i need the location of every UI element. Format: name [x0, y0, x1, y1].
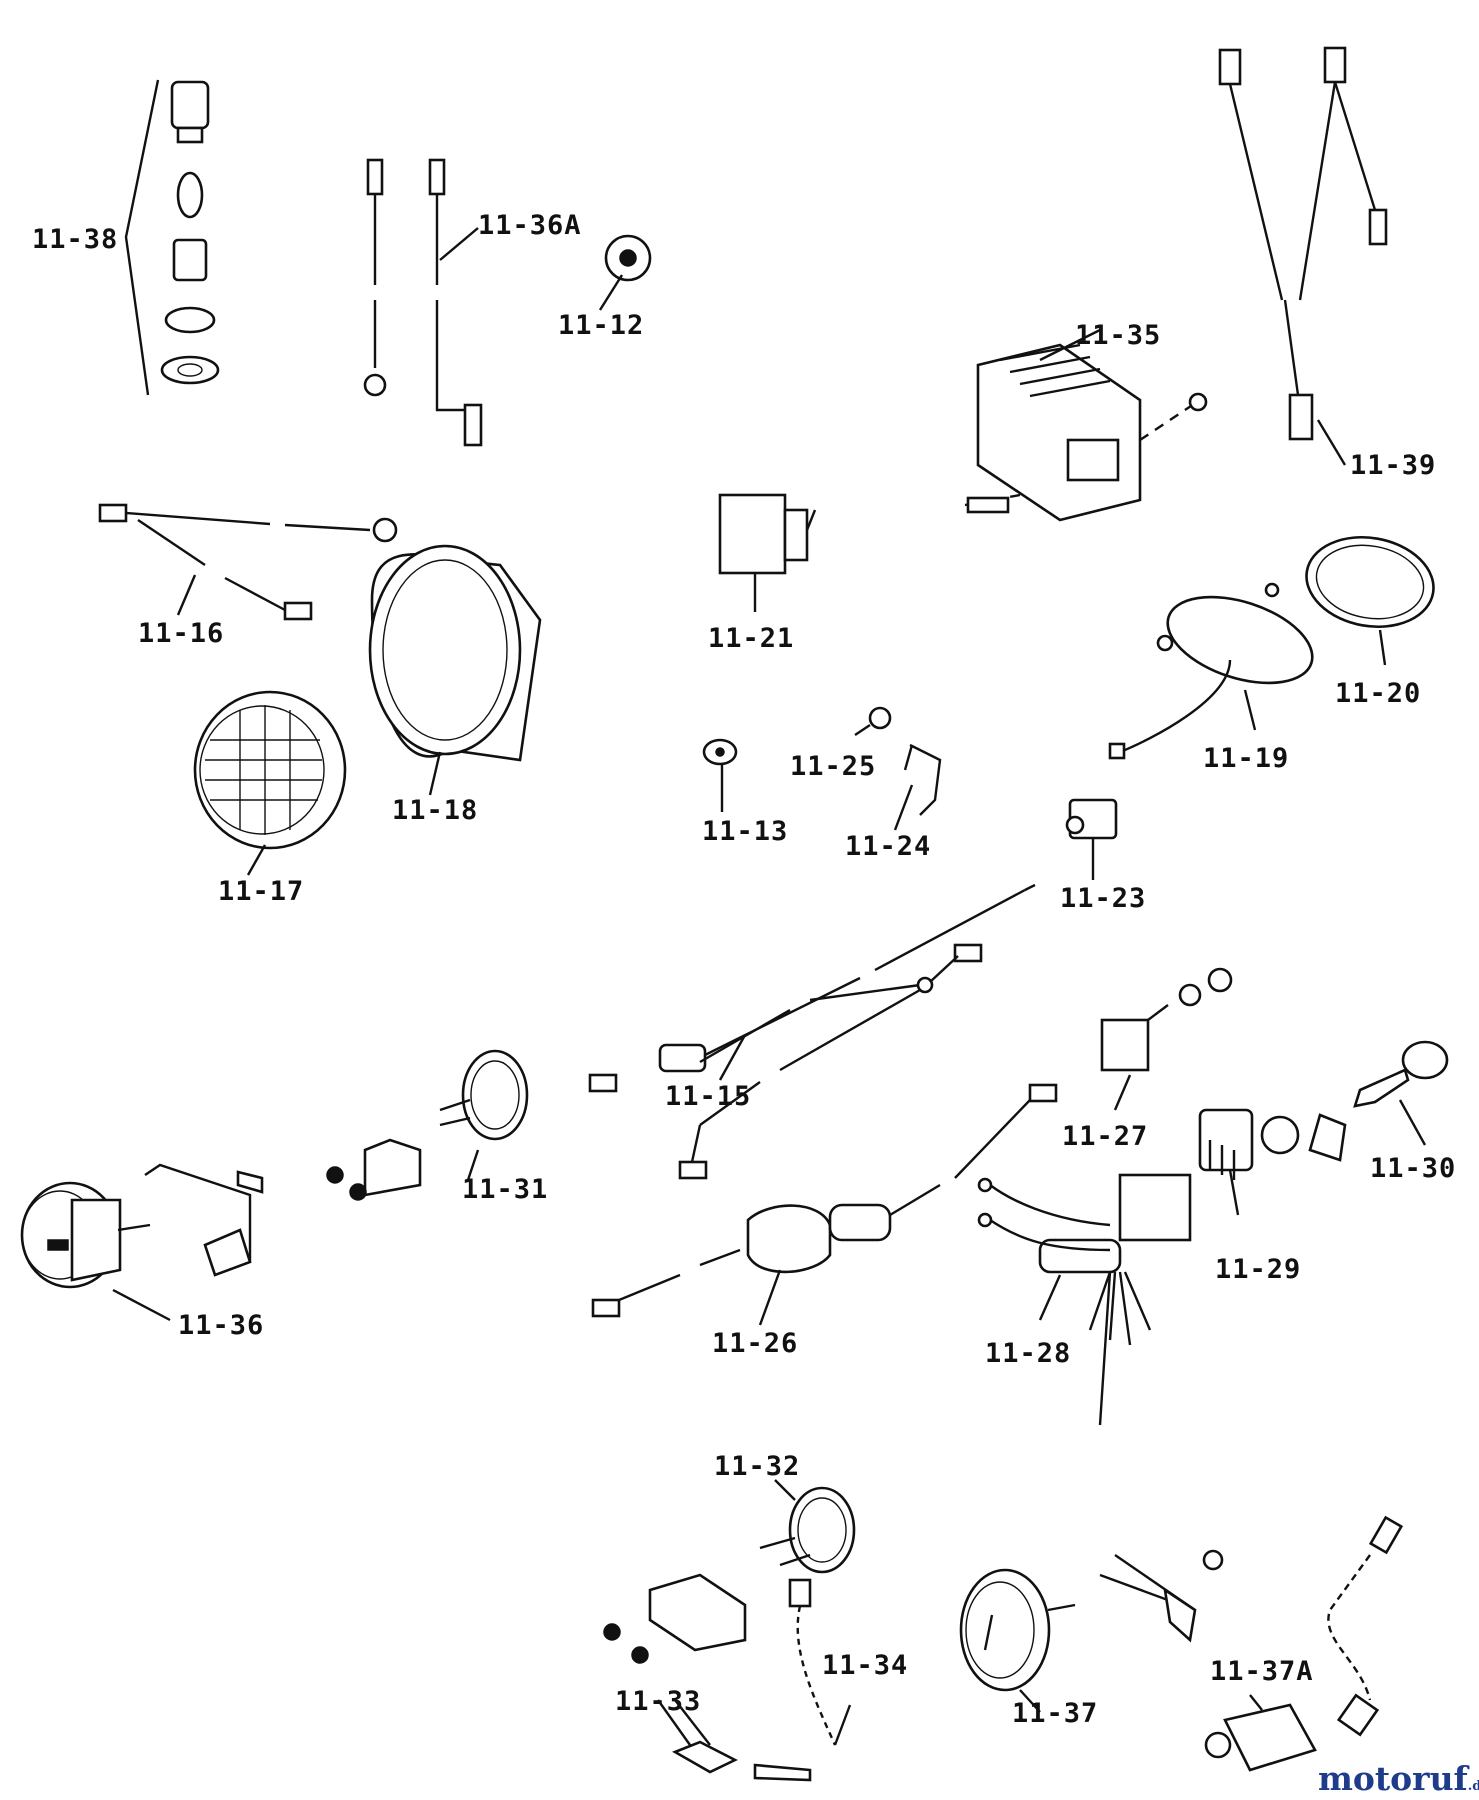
label-11-38: 11-38	[32, 224, 119, 255]
part-drawing-11-31	[326, 1049, 529, 1201]
part-drawing-11-12	[598, 234, 652, 311]
watermark-logo: motoruf.de	[1318, 1762, 1479, 1795]
label-11-29: 11-29	[1215, 1254, 1302, 1285]
part-drawing-11-35	[964, 328, 1208, 522]
label-11-15: 11-15	[665, 1081, 752, 1112]
part-drawing-11-17	[193, 690, 347, 876]
label-11-26: 11-26	[712, 1328, 799, 1359]
label-11-39: 11-39	[1350, 450, 1437, 481]
label-11-33: 11-33	[615, 1686, 702, 1717]
part-drawing-11-15	[588, 883, 1036, 1180]
part-drawing-11-30	[1260, 1040, 1449, 1162]
watermark-suffix: .de	[1467, 1779, 1479, 1794]
label-11-37: 11-37	[1012, 1698, 1099, 1729]
label-11-36: 11-36	[178, 1310, 265, 1341]
label-11-12: 11-12	[558, 310, 645, 341]
part-drawing-11-36	[20, 1163, 264, 1322]
label-11-17: 11-17	[218, 876, 305, 907]
part-drawing-11-34	[753, 1578, 852, 1782]
part-drawing-11-18	[368, 544, 542, 796]
label-11-16: 11-16	[138, 618, 225, 649]
label-11-20: 11-20	[1335, 678, 1422, 709]
part-drawing-11-25	[854, 706, 892, 736]
label-11-24: 11-24	[845, 831, 932, 862]
part-drawing-11-26	[591, 1083, 1058, 1326]
part-drawing-11-28	[977, 1173, 1192, 1426]
label-11-30: 11-30	[1370, 1153, 1457, 1184]
label-11-28: 11-28	[985, 1338, 1072, 1369]
part-drawing-11-36A	[363, 158, 483, 447]
part-drawing-11-38	[124, 79, 220, 396]
part-drawing-11-20	[1305, 535, 1435, 666]
label-11-21: 11-21	[708, 623, 795, 654]
part-drawing-11-27	[1100, 967, 1233, 1111]
part-drawing-11-29	[1198, 1108, 1254, 1216]
label-11-25: 11-25	[790, 751, 877, 782]
part-drawing-11-33	[657, 1699, 738, 1774]
label-11-13: 11-13	[702, 816, 789, 847]
part-drawing-11-23	[1065, 798, 1118, 880]
part-drawing-11-37A	[1204, 1515, 1404, 1772]
part-drawing-11-37	[959, 1549, 1224, 1713]
part-drawing-11-39	[1218, 46, 1388, 466]
label-11-31: 11-31	[462, 1174, 549, 1205]
part-drawing-11-24	[893, 743, 942, 831]
label-11-35: 11-35	[1075, 320, 1162, 351]
watermark-text: motoruf	[1318, 1759, 1468, 1798]
label-11-18: 11-18	[392, 795, 479, 826]
part-drawing-11-19	[1108, 582, 1314, 760]
label-11-19: 11-19	[1203, 743, 1290, 774]
label-11-34: 11-34	[822, 1650, 909, 1681]
part-drawing-11-21	[718, 493, 817, 612]
part-drawing-11-16	[98, 503, 398, 621]
label-11-37A: 11-37A	[1210, 1656, 1314, 1687]
label-11-27: 11-27	[1062, 1121, 1149, 1152]
label-11-36A: 11-36A	[478, 210, 582, 241]
part-drawing-11-32	[603, 1479, 856, 1664]
label-11-23: 11-23	[1060, 883, 1147, 914]
label-11-32: 11-32	[714, 1451, 801, 1482]
part-drawing-11-13	[702, 738, 738, 812]
